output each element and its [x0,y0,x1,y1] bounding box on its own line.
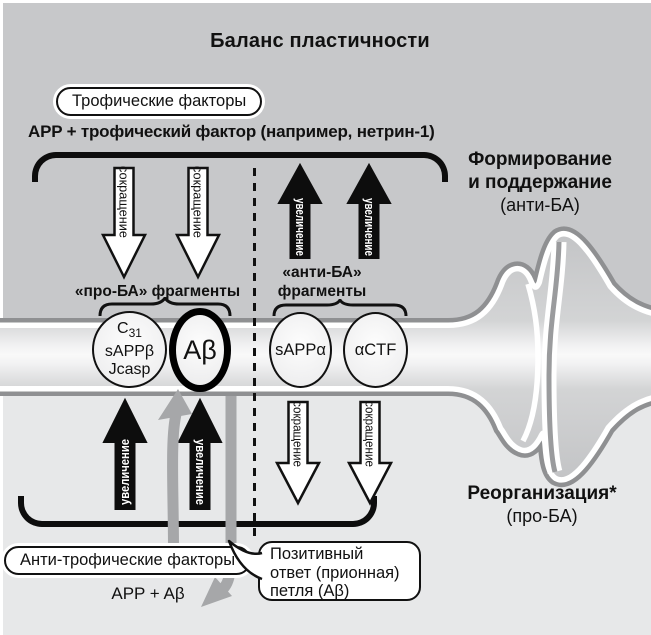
reorganization-line1: Реорганизация* [467,483,617,504]
fragment-oval-actf: αCTF [343,312,408,388]
increase-arrow-bottom-2: увеличение [177,397,223,510]
arrow-label: сокращение [191,166,206,238]
bubble-line2: ответ (прионная) [270,563,400,582]
pro-ba-fragments-label: «про-БА» фрагменты [74,283,241,300]
arrow-label: сокращение [363,401,378,467]
dashed-divider [252,168,256,540]
formation-line2: и поддержание [468,172,612,193]
up-arrow-icon [102,397,148,510]
app-abeta-label: APP + Aβ [111,584,185,603]
gray-up-arrow-head [158,389,192,420]
anti-ba-line2: фрагменты [277,283,367,300]
increase-arrow-top-2: увеличение [346,162,392,259]
fragment-oval-sappa: sAPPα [269,312,332,388]
increase-arrow-top-1: увеличение [277,162,323,259]
increase-arrow-bottom-1: увеличение [102,397,148,510]
up-arrow-icon [177,397,223,510]
bubble-line1: Позитивный [270,545,364,563]
down-arrow-icon [346,400,394,506]
page-title: Баланс пластичности [210,30,430,52]
anti-ba-brace [272,299,408,317]
left-margin [0,0,3,635]
decrease-arrow-bottom-2: сокращение [346,400,394,506]
top-margin [0,0,651,3]
actf-label: αCTF [354,340,397,359]
up-arrow-icon [277,162,323,259]
bouton-inner-contour [520,283,541,443]
anti-trophic-factors-label: Анти-трофические факторы [20,551,236,569]
curly-brace-icon [272,299,408,317]
reorganization-label: Реорганизация* (про-БА) [452,482,632,528]
down-arrow-icon [274,400,322,506]
synaptic-cleft-gray [546,241,562,473]
arrow-label: сокращение [291,401,306,467]
trophic-factors-pill: Трофические факторы [56,87,263,116]
trophic-factors-label: Трофические факторы [72,92,247,110]
formation-line3: (анти-БА) [500,195,580,215]
arrow-label: увеличение [193,439,207,505]
bubble-tail [227,539,263,581]
arrow-label: увеличение [118,439,132,505]
oval1-line3: Jcasp [108,360,151,378]
down-arrow-icon [174,166,222,280]
fragment-oval-abeta: Aβ [169,308,231,392]
prion-loop-bubble: Позитивный ответ (прионная) петля (Aβ) [258,541,421,601]
app-trophic-line: APP + трофический фактор (например, нетр… [28,122,435,141]
pro-ba-brace [98,297,232,317]
formation-label: Формирование и поддержание (анти-БА) [445,148,635,217]
top-brace [32,152,448,182]
bubble-line3: петля (Aβ) [270,582,350,600]
fragment-oval-c31-sappb-jcasp: C31 sAPPβ Jcasp [92,311,167,388]
bubble-tail-icon [227,539,263,581]
abeta-label: Aβ [183,334,217,365]
arrow-label: сокращение [117,166,132,238]
decrease-arrow-top-1: сокращение [100,166,148,280]
curly-brace-icon [98,297,232,317]
anti-trophic-factors-pill: Анти-трофические факторы [4,546,252,575]
gray-down-arrow-head [201,577,232,607]
decrease-arrow-bottom-1: сокращение [274,400,322,506]
down-arrow-icon [100,166,148,280]
sappa-label: sAPPα [275,340,326,359]
formation-line1: Формирование [468,149,612,170]
arrow-label: увеличение [293,198,307,256]
oval1-line2: sAPPβ [104,342,155,360]
reorganization-line2: (про-БА) [506,506,578,526]
gray-up-arrow-shaft [167,410,182,551]
arrow-label: увеличение [362,198,376,256]
decrease-arrow-top-2: сокращение [174,166,222,280]
anti-ba-line1: «анти-БА» [282,264,362,281]
oval1-line1: C31 [117,320,142,341]
anti-ba-fragments-label: «анти-БА» фрагменты [260,263,384,301]
up-arrow-icon [346,162,392,259]
bottom-brace [18,496,377,527]
